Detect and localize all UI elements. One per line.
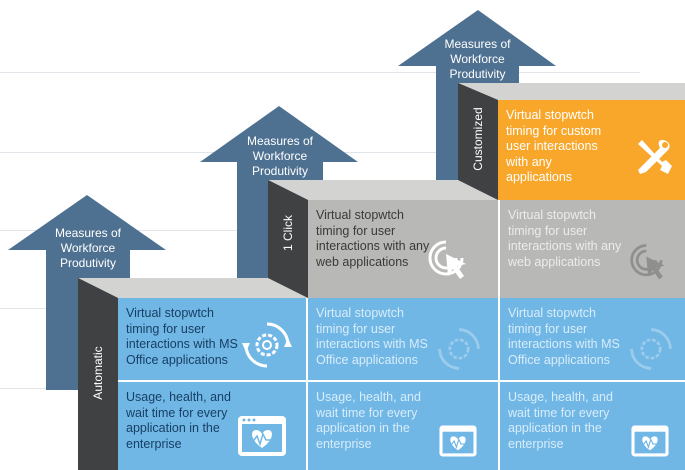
cell-usage-dim: Usage, health, and wait time for every a… (500, 382, 685, 470)
tier-label-automatic: Automatic (91, 346, 105, 400)
heartbeat-monitor-icon (439, 425, 477, 457)
gear-cycle-icon (242, 322, 292, 368)
cell-usage-dim: Usage, health, and wait time for every a… (308, 382, 498, 470)
cell-text: Virtual stopwtch timing for user interac… (508, 306, 620, 367)
cell-text: Usage, health, and wait time for every a… (316, 390, 421, 451)
tier-label-1-click: 1 Click (281, 215, 295, 252)
cell-office-dim: Virtual stopwtch timing for user interac… (308, 298, 498, 380)
click-cursor-icon (428, 240, 466, 279)
cell-divider (306, 298, 308, 470)
tier-label-customized: Customized (471, 107, 485, 171)
cell-text: Virtual stopwtch timing for user interac… (316, 306, 428, 367)
click-cursor-icon (630, 244, 665, 280)
cell-office: Virtual stopwtch timing for user interac… (118, 298, 306, 380)
cell-usage: Usage, health, and wait time for every a… (118, 382, 306, 470)
cell-custom: Virtual stopwtch timing for custom user … (498, 100, 685, 200)
heartbeat-monitor-icon (238, 416, 286, 456)
gear-cycle-icon (630, 328, 672, 370)
cell-text: Virtual stopwtch timing for user interac… (126, 306, 238, 367)
cell-text: Virtual stopwtch timing for user interac… (508, 208, 622, 269)
cell-text: Virtual stopwtch timing for user interac… (316, 208, 430, 269)
cell-web: Virtual stopwtch timing for user interac… (308, 200, 498, 298)
arrow-label: Measures of Workforce Produtivity (444, 37, 511, 81)
cell-text: Virtual stopwtch timing for custom user … (506, 108, 602, 184)
guide-line (0, 72, 640, 73)
cell-divider (118, 380, 685, 382)
cell-divider (498, 200, 500, 470)
cell-office-dim: Virtual stopwtch timing for user interac… (500, 298, 685, 380)
gear-cycle-icon (438, 328, 480, 370)
wrench-screwdriver-icon (638, 140, 672, 174)
arrow-label: Measures of Workforce Produtivity (246, 134, 314, 178)
cell-web-dim: Virtual stopwtch timing for user interac… (500, 200, 685, 298)
cell-text: Usage, health, and wait time for every a… (126, 390, 231, 451)
heartbeat-monitor-icon (631, 425, 669, 457)
cell-text: Usage, health, and wait time for every a… (508, 390, 613, 451)
arrow-label: Measures of Workforce Produtivity (54, 226, 122, 270)
